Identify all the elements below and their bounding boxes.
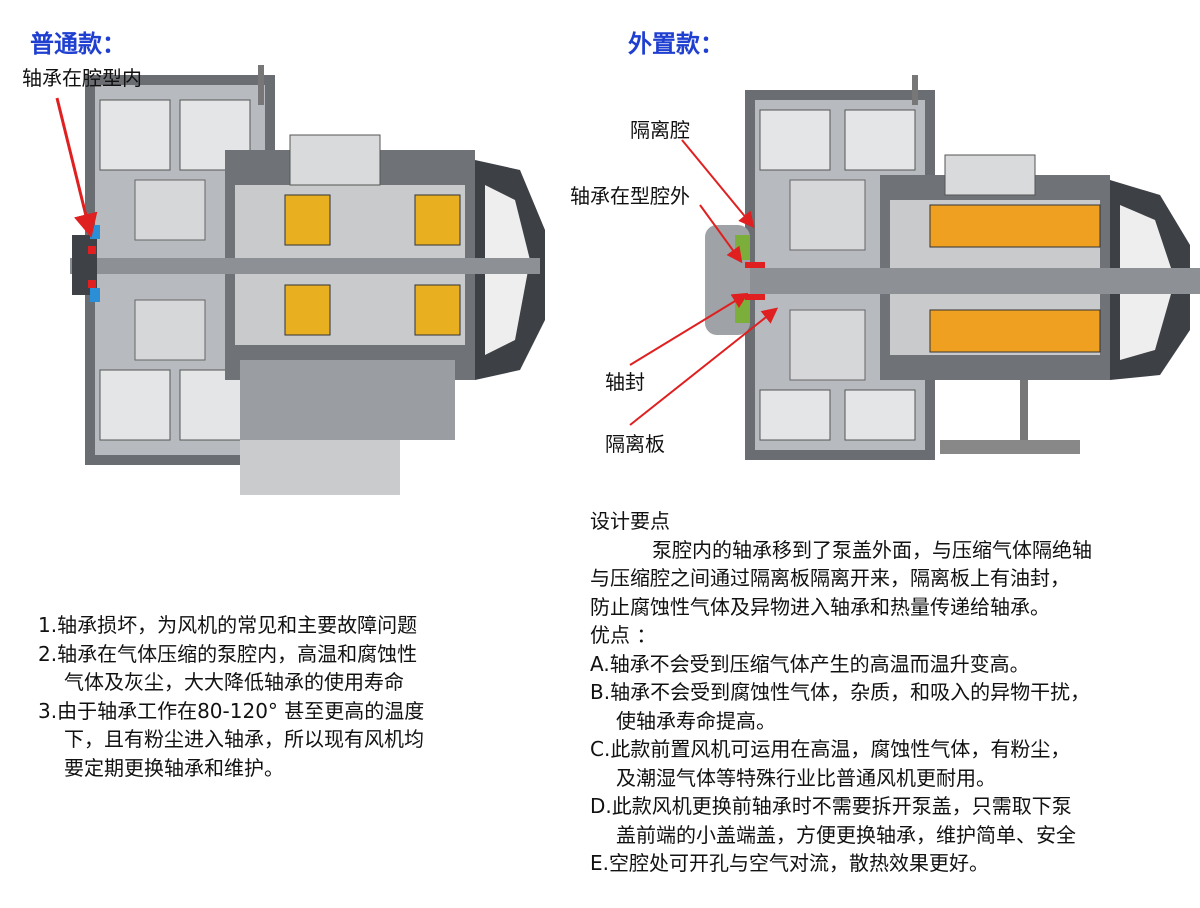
note-3: 3.由于轴承工作在80-120° 甚至更高的温度: [38, 698, 425, 723]
advantages-heading: 优点 ：: [590, 623, 657, 647]
advantage-a: A.轴承不会受到压缩气体产生的高温而温升变高。: [590, 651, 1030, 676]
advantage-b: B.轴承不会受到腐蚀性气体，杂质，和吸入的异物干扰，: [590, 680, 1091, 704]
advantage-c-cont: 及潮湿气体等特殊行业比普通风机更耐用。: [616, 765, 996, 790]
external-bearing-blower-cutaway: [705, 75, 1200, 460]
design-line-1: 泵腔内的轴承移到了泵盖外面，与压缩气体隔绝轴: [652, 537, 1092, 562]
design-heading: 设计要点: [590, 509, 670, 533]
design-line-3: 防止腐蚀性气体及异物进入轴承和热量传递给轴承。: [590, 594, 1050, 619]
design-line-2: 与压缩腔之间通过隔离板隔离开来，隔离板上有油封，: [590, 566, 1070, 590]
design-notes: 设计要点 泵腔内的轴承移到了泵盖外面，与压缩气体隔绝轴 与压缩腔之间通过隔离板隔…: [590, 507, 1092, 878]
note-2-cont: 气体及灰尘，大大降低轴承的使用寿命: [64, 670, 404, 694]
arrow-shaft-seal: [629, 292, 749, 366]
arrow-bearing-inside: [55, 97, 98, 238]
advantage-d-cont: 盖前端的小盖端盖，方便更换轴承，维护简单、安全: [616, 822, 1076, 847]
standard-notes: 1.轴承损坏，为风机的常见和主要故障问题 2.轴承在气体压缩的泵腔内，高温和腐蚀…: [38, 611, 424, 782]
external-title: 外置款：: [628, 30, 724, 58]
note-3-cont: 下，且有粉尘进入轴承，所以现有风机均: [64, 727, 424, 751]
label-isolation-plate: 隔离板: [605, 432, 665, 456]
arrow-isolation-chamber: [681, 139, 755, 229]
advantage-c: C.此款前置风机可运用在高温，腐蚀性气体，有粉尘，: [590, 737, 1071, 761]
standard-blower-cutaway: [70, 65, 545, 495]
note-2: 2.轴承在气体压缩的泵腔内，高温和腐蚀性: [38, 641, 418, 666]
advantage-e: E.空腔处可开孔与空气对流，散热效果更好。: [590, 851, 989, 875]
label-isolation-chamber: 隔离腔: [630, 118, 690, 142]
note-1: 1.轴承损坏，为风机的常见和主要故障问题: [38, 613, 418, 637]
arrow-isolation-plate: [629, 307, 779, 426]
label-shaft-seal: 轴封: [605, 370, 645, 394]
advantage-d: D.此款风机更换前轴承时不需要拆开泵盖，只需取下泵: [590, 794, 1072, 818]
advantage-b-cont: 使轴承寿命提高。: [616, 708, 776, 733]
label-bearing-outside: 轴承在型腔外: [570, 184, 690, 208]
arrow-bearing-outside: [699, 204, 743, 264]
label-bearing-inside: 轴承在腔型内: [22, 66, 142, 90]
standard-title: 普通款：: [30, 30, 126, 58]
note-3-cont2: 要定期更换轴承和维护。: [64, 755, 284, 780]
